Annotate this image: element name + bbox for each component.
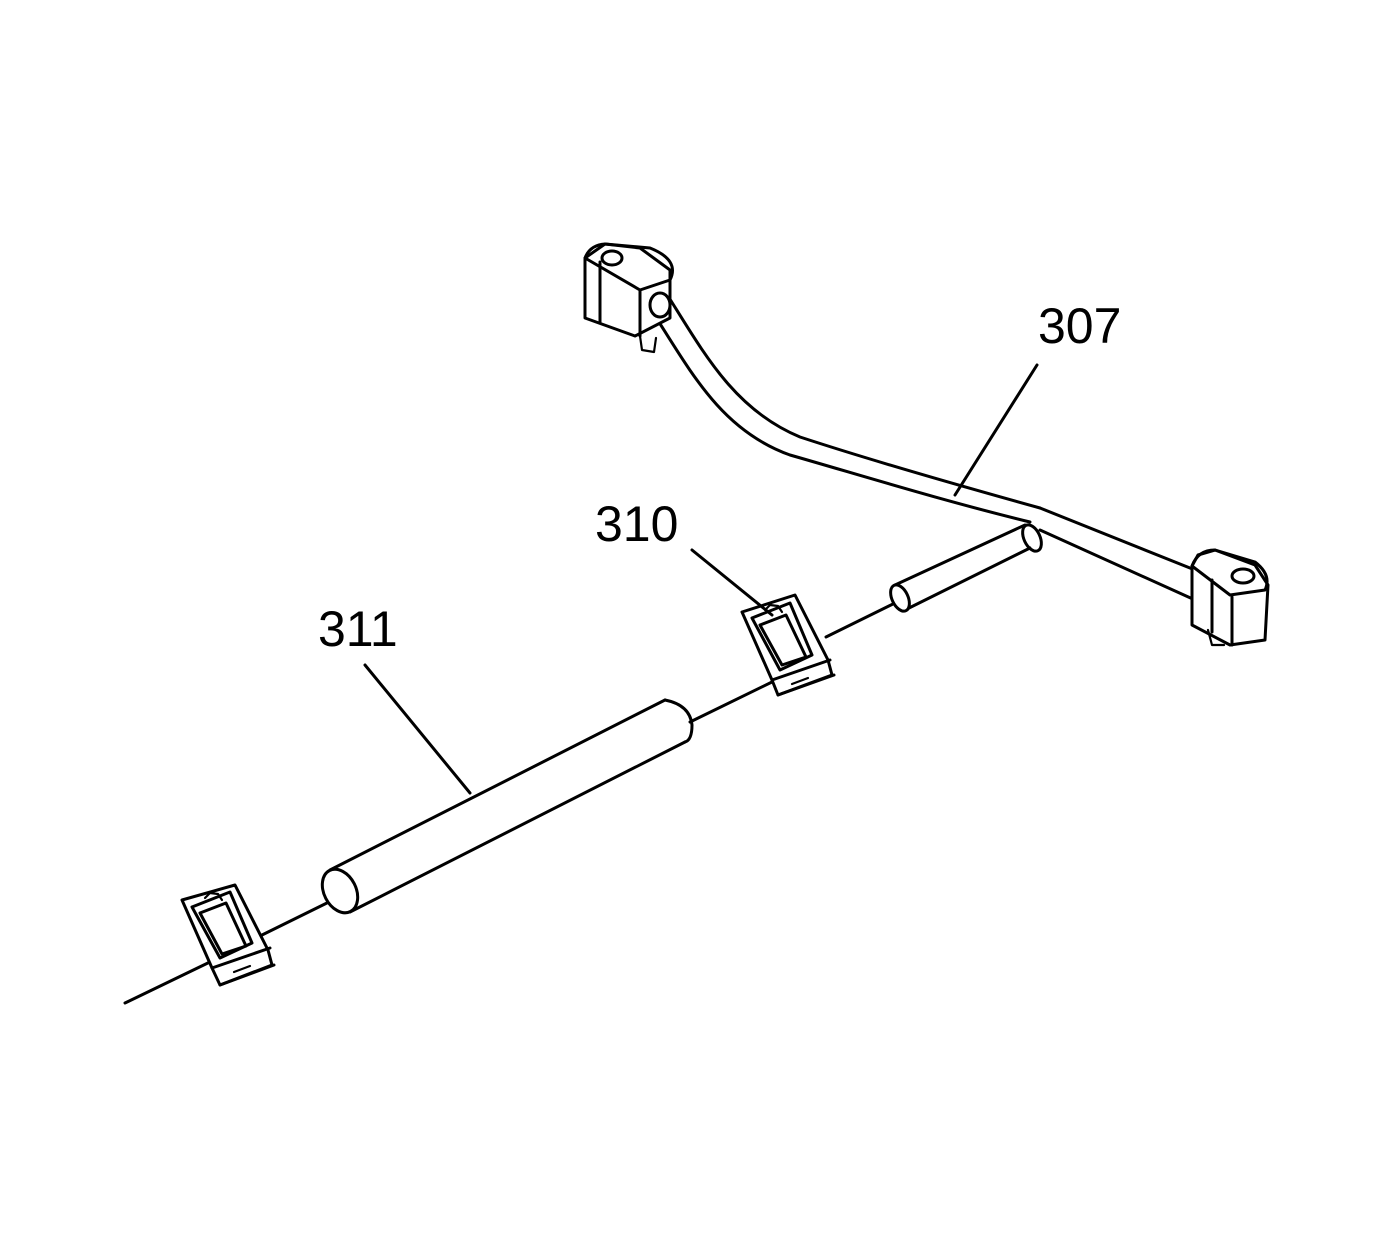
part-310-clamp-lower bbox=[180, 883, 276, 987]
part-310-clamp bbox=[740, 593, 836, 697]
leader-307 bbox=[953, 363, 1039, 497]
leader-lines bbox=[363, 363, 1039, 795]
callout-307: 307 bbox=[1038, 298, 1121, 354]
callout-310: 310 bbox=[595, 496, 678, 552]
centerline bbox=[123, 601, 897, 1005]
part-307-pipe-assembly bbox=[583, 242, 1270, 647]
callout-311: 311 bbox=[318, 601, 398, 657]
leader-310 bbox=[690, 548, 774, 617]
leader-311 bbox=[363, 663, 472, 795]
part-311-hose bbox=[320, 698, 694, 915]
